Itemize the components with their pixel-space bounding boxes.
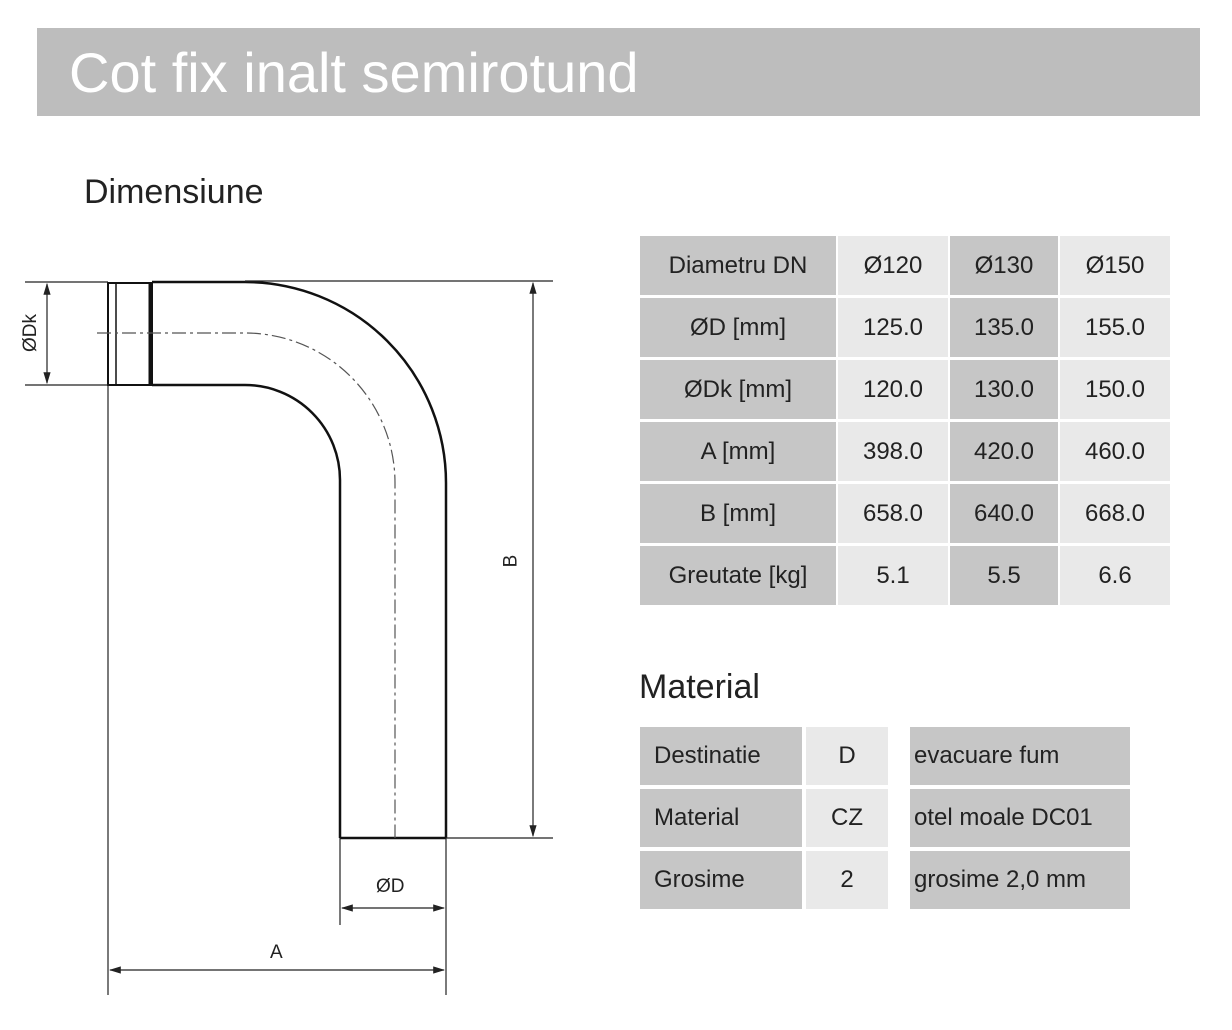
table-cell: ØDk [mm] xyxy=(640,360,836,419)
table-cell: 5.5 xyxy=(950,546,1058,605)
dimension-heading: Dimensiune xyxy=(84,173,264,211)
material-cell: grosime 2,0 mm xyxy=(910,851,1130,909)
table-cell: 125.0 xyxy=(838,298,948,357)
table-cell: 420.0 xyxy=(950,422,1058,481)
table-cell: 130.0 xyxy=(950,360,1058,419)
table-cell: 6.6 xyxy=(1060,546,1170,605)
material-cell: Destinatie xyxy=(640,727,802,785)
table-cell: Greutate [kg] xyxy=(640,546,836,605)
table-cell: 668.0 xyxy=(1060,484,1170,543)
b-dimension-label: B xyxy=(500,554,522,568)
table-cell: A [mm] xyxy=(640,422,836,481)
table-cell: 460.0 xyxy=(1060,422,1170,481)
a-dimension-label: A xyxy=(270,942,283,963)
table-header-cell: Ø120 xyxy=(838,236,948,295)
table-cell: 150.0 xyxy=(1060,360,1170,419)
table-cell: 5.1 xyxy=(838,546,948,605)
table-cell: 658.0 xyxy=(838,484,948,543)
d-dimension-label: ØD xyxy=(376,876,405,897)
table-cell: ØD [mm] xyxy=(640,298,836,357)
table-header-cell: Ø150 xyxy=(1060,236,1170,295)
table-cell: 640.0 xyxy=(950,484,1058,543)
material-cell: Grosime xyxy=(640,851,802,909)
table-header-cell: Ø130 xyxy=(950,236,1058,295)
material-cell: evacuare fum xyxy=(910,727,1130,785)
material-cell: CZ xyxy=(806,789,888,847)
material-heading: Material xyxy=(639,668,760,706)
table-header-cell: Diametru DN xyxy=(640,236,836,295)
material-cell: Material xyxy=(640,789,802,847)
material-cell: D xyxy=(806,727,888,785)
table-cell: B [mm] xyxy=(640,484,836,543)
table-cell: 398.0 xyxy=(838,422,948,481)
dk-dimension-label: ØDk xyxy=(20,314,41,352)
table-cell: 155.0 xyxy=(1060,298,1170,357)
page-title: Cot fix inalt semirotund xyxy=(69,41,639,104)
material-cell: otel moale DC01 xyxy=(910,789,1130,847)
elbow-drawing xyxy=(25,280,553,995)
material-cell: 2 xyxy=(806,851,888,909)
table-cell: 120.0 xyxy=(838,360,948,419)
table-cell: 135.0 xyxy=(950,298,1058,357)
title-bar: Cot fix inalt semirotund xyxy=(37,28,1200,116)
